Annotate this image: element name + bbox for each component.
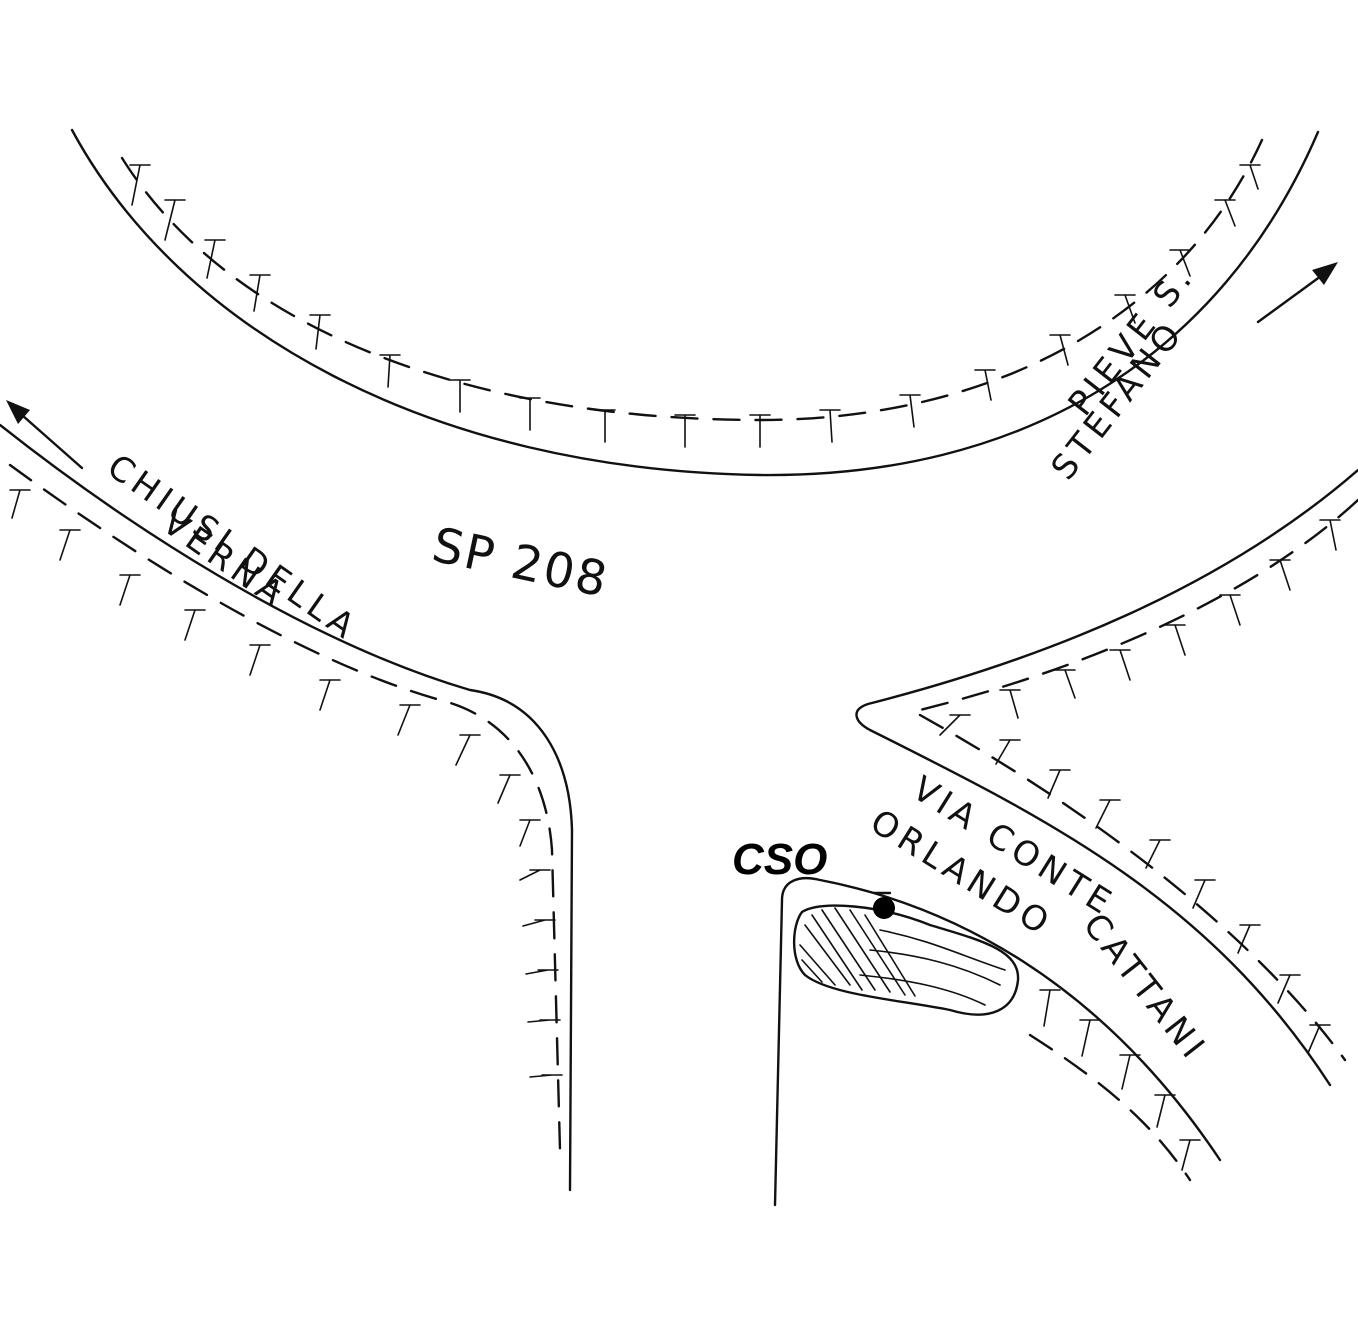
slope-tick xyxy=(519,819,541,847)
slope-tick xyxy=(9,489,31,519)
outfall-structure xyxy=(792,904,1020,1016)
slope-tick xyxy=(249,274,271,312)
slope-tick xyxy=(527,1019,561,1023)
slope-tick xyxy=(1269,559,1291,591)
slope-tick xyxy=(1164,624,1186,656)
slope-tick xyxy=(519,397,541,431)
arrow-to-chiusi xyxy=(6,400,84,470)
slope-tick xyxy=(397,704,421,736)
slope-tick xyxy=(1179,1139,1201,1171)
south-east-slope-ticks xyxy=(1039,989,1201,1171)
slope-tick xyxy=(1169,249,1191,277)
slope-tick xyxy=(319,679,341,711)
slope-tick xyxy=(1277,974,1301,1004)
slope-tick xyxy=(1237,924,1261,954)
slope-tick xyxy=(59,529,81,561)
slope-tick xyxy=(1079,1019,1101,1057)
north-road-edge xyxy=(70,128,1320,477)
slope-tick xyxy=(379,354,401,388)
slope-tick xyxy=(119,574,141,606)
slope-tick xyxy=(129,164,151,206)
slope-tick xyxy=(519,869,551,881)
cso-marker-dot xyxy=(873,897,895,919)
slope-tick xyxy=(204,239,226,279)
slope-tick xyxy=(1054,669,1076,699)
north-west-slope-ticks xyxy=(9,489,563,1078)
north-west-road-edge xyxy=(0,423,574,1192)
slope-tick xyxy=(449,379,471,413)
slope-tick xyxy=(1145,839,1171,869)
north-road-slope-ticks xyxy=(129,164,1261,448)
label-sp208: SP 208 xyxy=(428,517,614,609)
slope-tick xyxy=(184,609,206,641)
slope-tick xyxy=(1192,879,1216,909)
slope-tick xyxy=(899,394,921,428)
slope-tick xyxy=(1047,769,1071,799)
slope-tick xyxy=(939,714,971,736)
label-cattani: CATTANI xyxy=(1075,906,1215,1070)
arrow-to-pieve xyxy=(1256,262,1338,324)
slope-tick xyxy=(1114,294,1136,324)
slope-tick xyxy=(674,414,696,448)
slope-tick xyxy=(1049,334,1071,366)
slope-tick xyxy=(1095,799,1121,829)
slope-tick xyxy=(1307,1024,1331,1054)
slope-tick xyxy=(1214,199,1236,227)
slope-tick xyxy=(525,969,559,975)
slope-tick xyxy=(995,739,1021,765)
slope-tick xyxy=(819,409,841,443)
south-east-road-edge xyxy=(773,877,1222,1207)
slope-tick xyxy=(1039,989,1061,1027)
slope-tick xyxy=(529,1074,563,1078)
east-road-edge xyxy=(855,468,1358,1087)
slope-tick xyxy=(164,199,186,241)
slope-tick xyxy=(999,689,1021,719)
slope-tick xyxy=(1154,1094,1176,1128)
slope-tick xyxy=(522,919,556,927)
slope-tick xyxy=(974,369,996,401)
slope-tick xyxy=(497,774,521,804)
cso-label: CSO xyxy=(732,835,827,884)
east-slope-ticks xyxy=(939,519,1341,1054)
slope-tick xyxy=(249,644,271,676)
slope-tick xyxy=(749,414,771,448)
slope-tick xyxy=(1219,594,1241,626)
slope-tick xyxy=(309,314,331,350)
slope-tick xyxy=(1239,164,1261,190)
slope-tick xyxy=(1319,519,1341,551)
slope-tick xyxy=(594,409,616,443)
slope-tick xyxy=(455,734,481,766)
slope-tick xyxy=(1119,1054,1141,1090)
slope-tick xyxy=(1109,649,1131,681)
